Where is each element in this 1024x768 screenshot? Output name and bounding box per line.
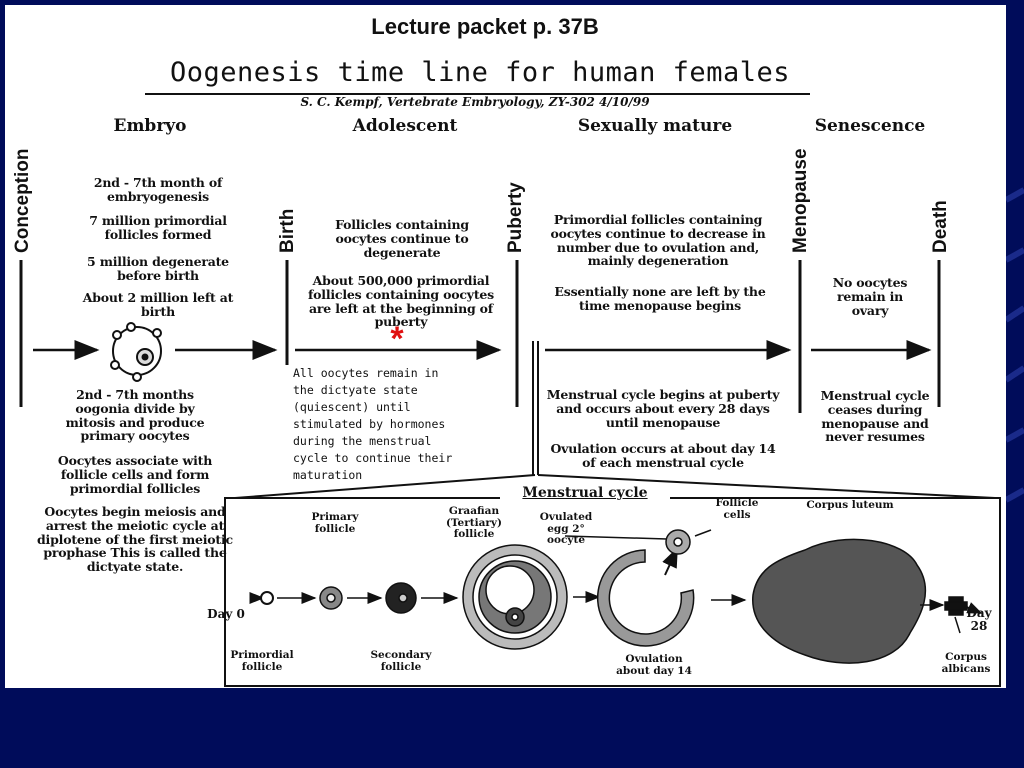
- ovulation-label: Ovulation about day 14: [616, 653, 692, 677]
- cycle-drawings: [249, 529, 983, 664]
- corpus-albicans-label: Corpus albicans: [941, 651, 991, 675]
- packet-reference: Lecture packet p. 37B: [371, 14, 599, 39]
- mature-note-2: Essentially none are left by the time me…: [554, 284, 766, 313]
- dictyate-line: during the menstrual: [293, 434, 432, 448]
- ovulated-egg-label: Ovulated egg 2° oocyte: [539, 511, 593, 547]
- embryo-detail-3: Oocytes begin meiosis and arrest the mei…: [37, 504, 233, 574]
- mature-detail-2: Ovulation occurs at about day 14 of each…: [550, 441, 776, 470]
- adolescent-note-2: About 500,000 primordial follicles conta…: [307, 273, 495, 330]
- diagram-sheet: Lecture packet p. 37B Oogenesis time lin…: [5, 5, 1006, 688]
- cycle-callout-right: [537, 474, 996, 499]
- title-underline: [145, 93, 810, 95]
- embryo-detail-2: Oocytes associate with follicle cells an…: [57, 453, 213, 496]
- cycle-callout-left: [234, 474, 536, 499]
- senescence-detail: Menstrual cycle ceases during menopause …: [820, 388, 930, 445]
- dictyate-line: the dictyate state: [293, 383, 418, 397]
- mature-detail-1: Menstrual cycle begins at puberty and oc…: [546, 387, 780, 430]
- dictyate-line: stimulated by hormones: [293, 417, 446, 431]
- stage-adolescent: Adolescent: [352, 116, 458, 136]
- secondary-follicle-label: Secondary follicle: [370, 649, 432, 673]
- ovulation-drawing: [596, 529, 695, 647]
- embryo-note-3: 5 million degenerate before birth: [87, 254, 229, 283]
- embryo-note-4: About 2 million left at birth: [82, 290, 234, 319]
- oocyte-cell-drawing: [110, 322, 162, 382]
- event-death: Death: [930, 200, 951, 253]
- embryo-detail-1: 2nd - 7th months oogonia divide by mitos…: [65, 387, 205, 444]
- graafian-follicle-label: Graafian (Tertiary) follicle: [445, 505, 503, 541]
- timeline-graphics: [19, 260, 1001, 687]
- stage-senescence: Senescence: [814, 116, 926, 136]
- day-0-label: Day 0: [207, 607, 245, 621]
- dictyate-line: cycle to continue their: [293, 451, 453, 465]
- corpus-luteum-label: Corpus luteum: [806, 499, 894, 511]
- event-menopause: Menopause: [790, 148, 811, 253]
- menstrual-cycle-title: Menstrual cycle: [500, 485, 670, 502]
- event-birth: Birth: [277, 208, 298, 253]
- author-credit: S. C. Kempf, Vertebrate Embryology, ZY-3…: [300, 95, 650, 109]
- dictyate-note: All oocytes remain in the dictyate state…: [293, 365, 518, 484]
- follicle-cells-label: Follicle cells: [715, 497, 759, 521]
- stage-embryo: Embryo: [113, 116, 187, 136]
- adolescent-note-1: Follicles containing oocytes continue to…: [335, 217, 469, 260]
- puberty-asterisk: *: [390, 320, 404, 358]
- event-puberty: Puberty: [505, 182, 526, 253]
- senescence-note: No oocytes remain in ovary: [832, 275, 908, 318]
- primordial-follicle-drawing: [260, 591, 274, 605]
- primordial-follicle-label: Primordial follicle: [230, 649, 294, 673]
- dictyate-line: maturation: [293, 468, 363, 482]
- diagram-title: Oogenesis time line for human females: [170, 57, 790, 88]
- embryo-note-1: 2nd - 7th month of embryogenesis: [93, 175, 223, 204]
- mature-note-1: Primordial follicles containing oocytes …: [550, 212, 766, 269]
- corpus-luteum-drawing: [752, 538, 927, 664]
- dictyate-line: (quiescent) until: [293, 400, 411, 414]
- event-conception: Conception: [12, 148, 33, 254]
- graafian-follicle-drawing: [462, 544, 568, 650]
- day-28-label: Day 28: [966, 606, 992, 634]
- embryo-note-2: 7 million primordial follicles formed: [89, 213, 227, 242]
- dictyate-line: All oocytes remain in: [293, 366, 439, 380]
- primary-follicle-label: Primary follicle: [311, 511, 359, 535]
- stage-sexually-mature: Sexually mature: [577, 116, 733, 136]
